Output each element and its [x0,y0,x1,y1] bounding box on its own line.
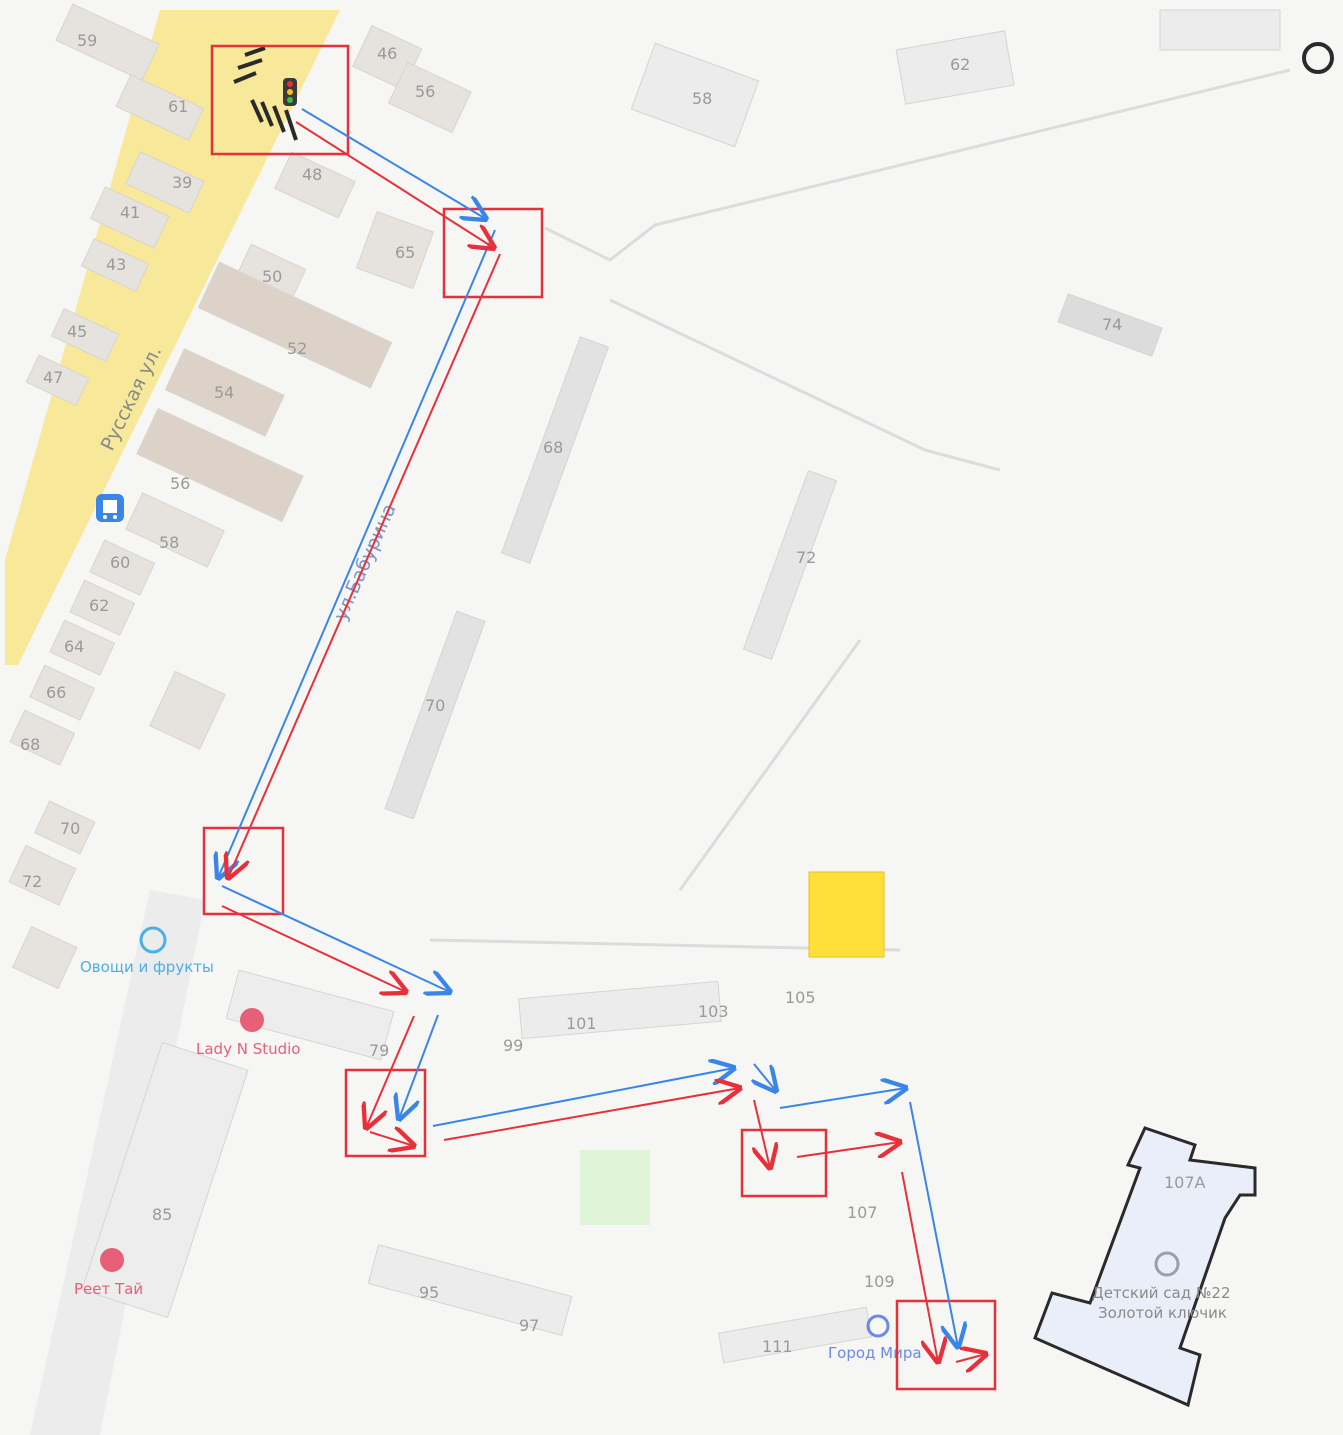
svg-text:107А: 107А [1164,1173,1206,1192]
svg-text:60: 60 [110,553,130,572]
shop-icon [139,926,167,954]
playground-area [580,1150,650,1225]
target-marker [808,871,885,958]
svg-text:52: 52 [287,339,307,358]
poi-lady-n-studio[interactable]: Lady N Studio [196,1008,300,1058]
poi-vegetables[interactable]: Овощи и фрукты [80,926,214,976]
traffic-light-icon [283,78,297,106]
svg-text:47: 47 [43,368,63,387]
svg-text:74: 74 [1102,315,1122,334]
bus-stop-icon[interactable] [96,494,124,522]
svg-text:Город Мира: Город Мира [828,1344,922,1362]
shop-icon [866,1314,890,1338]
svg-text:45: 45 [67,322,87,341]
svg-text:50: 50 [262,267,282,286]
compass-icon[interactable] [1302,42,1334,74]
svg-text:48: 48 [302,165,322,184]
svg-text:70: 70 [60,819,80,838]
house-number-labels: 59 61 39 41 43 45 47 46 56 48 65 50 52 5… [20,31,1206,1356]
secondary-road [30,890,205,1435]
svg-text:111: 111 [762,1337,793,1356]
kindergarten-building [1033,1126,1257,1408]
svg-text:Детский сад №22: Детский сад №22 [1092,1284,1231,1302]
svg-text:58: 58 [692,89,712,108]
svg-text:54: 54 [214,383,234,402]
svg-text:103: 103 [698,1002,729,1021]
svg-text:101: 101 [566,1014,597,1033]
svg-text:72: 72 [22,872,42,891]
svg-text:105: 105 [785,988,816,1007]
svg-text:97: 97 [519,1316,539,1335]
svg-text:64: 64 [64,637,84,656]
svg-text:Овощи и фрукты: Овощи и фрукты [80,958,214,976]
svg-text:99: 99 [503,1036,523,1055]
svg-text:56: 56 [415,82,435,101]
svg-text:Реет Тай: Реет Тай [74,1280,143,1298]
red-route [221,121,986,1362]
svg-text:62: 62 [950,55,970,74]
svg-text:39: 39 [172,173,192,192]
route-highlight-boxes [202,44,997,1391]
svg-text:56: 56 [170,474,190,493]
svg-text:Lady N Studio: Lady N Studio [196,1040,300,1058]
svg-text:107: 107 [847,1203,878,1222]
svg-text:61: 61 [168,97,188,116]
beauty-icon [240,1008,264,1032]
svg-text:46: 46 [377,44,397,63]
blue-route [218,108,958,1347]
svg-text:68: 68 [20,735,40,754]
svg-text:79: 79 [369,1041,389,1060]
poi-reet[interactable]: Реет Тай [74,1248,143,1298]
beauty-icon [100,1248,124,1272]
svg-text:85: 85 [152,1205,172,1224]
svg-text:95: 95 [419,1283,439,1302]
svg-text:43: 43 [106,255,126,274]
poi-kindergarten[interactable]: Детский сад №22 Золотой ключик [1092,1251,1231,1322]
svg-text:62: 62 [89,596,109,615]
svg-text:66: 66 [46,683,66,702]
pedestrian-crossing-icon [233,46,298,141]
buildings [8,3,1281,1364]
kindergarten-icon [1154,1251,1180,1277]
svg-text:59: 59 [77,31,97,50]
main-road [5,10,340,665]
svg-text:70: 70 [425,696,445,715]
svg-text:Золотой ключик: Золотой ключик [1098,1304,1227,1322]
svg-text:68: 68 [543,438,563,457]
svg-text:65: 65 [395,243,415,262]
svg-text:41: 41 [120,203,140,222]
svg-text:72: 72 [796,548,816,567]
svg-text:58: 58 [159,533,179,552]
svg-text:109: 109 [864,1272,895,1291]
